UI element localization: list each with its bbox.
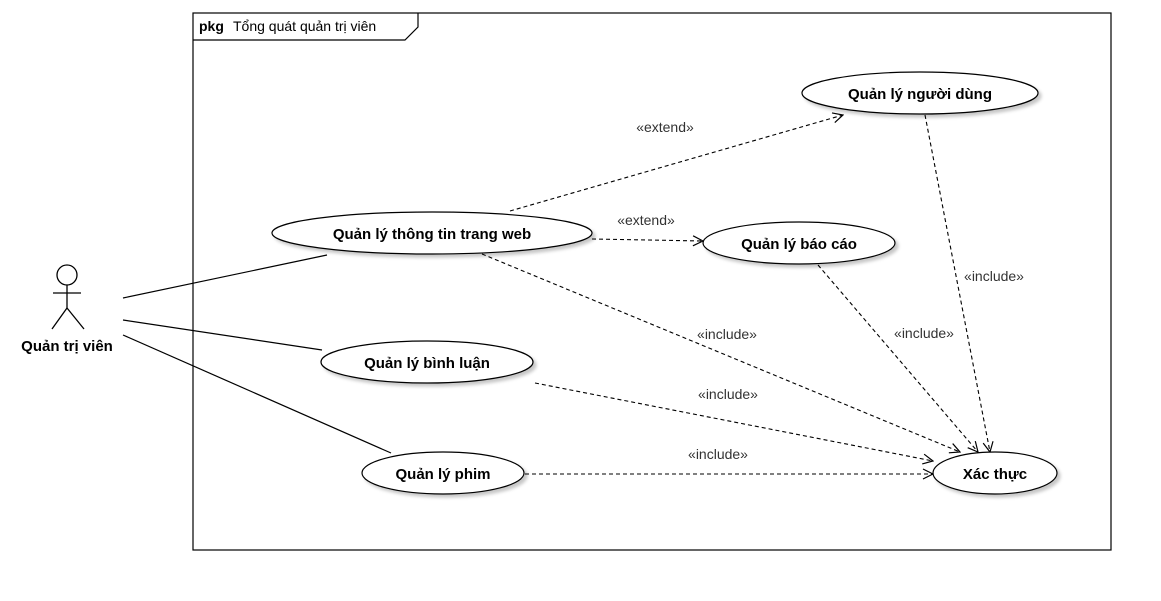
package-keyword: pkg xyxy=(199,18,224,34)
include-label-reports: «include» xyxy=(894,325,954,341)
include-arrow-reports xyxy=(817,264,978,452)
associations xyxy=(122,254,392,454)
include-arrow-comments xyxy=(534,382,933,461)
include-label-movies: «include» xyxy=(688,446,748,462)
extend-label-users: «extend» xyxy=(636,119,694,135)
include-arrow-web-info xyxy=(481,253,960,452)
use-case-reports[interactable]: Quản lý báo cáo xyxy=(702,221,896,265)
stick-figure-icon xyxy=(51,264,85,330)
use-case-label: Quản lý phim xyxy=(395,466,490,483)
use-case-label: Quản lý bình luận xyxy=(364,355,490,372)
package-name: Tổng quát quản trị viên xyxy=(233,18,376,34)
dependencies xyxy=(481,114,990,474)
extend-arrow-reports xyxy=(591,239,703,241)
include-label-web-info: «include» xyxy=(697,326,757,342)
include-label-comments: «include» xyxy=(698,386,758,402)
association-web-info xyxy=(122,254,328,299)
extend-arrow-users xyxy=(509,115,843,212)
extend-label-reports: «extend» xyxy=(617,212,675,228)
use-case-label: Quản lý báo cáo xyxy=(741,236,857,253)
package-frame: pkg Tổng quát quản trị viên xyxy=(192,12,1112,551)
stereotype-labels: «extend» «extend» «include» «include» «i… xyxy=(617,119,1024,462)
association-comments xyxy=(122,319,323,351)
use-case-users[interactable]: Quản lý người dùng xyxy=(801,71,1039,115)
use-case-comments[interactable]: Quản lý bình luận xyxy=(320,340,534,384)
use-case-label: Quản lý người dùng xyxy=(848,86,992,103)
use-case-label: Quản lý thông tin trang web xyxy=(333,226,531,243)
include-arrow-users xyxy=(924,114,990,452)
use-case-web-info[interactable]: Quản lý thông tin trang web xyxy=(271,211,593,255)
actor-admin[interactable]: Quản trị viên xyxy=(21,264,113,355)
association-movies xyxy=(122,334,392,454)
actor-name: Quản trị viên xyxy=(21,338,113,355)
use-case-movies[interactable]: Quản lý phim xyxy=(361,451,525,495)
use-case-auth[interactable]: Xác thực xyxy=(932,451,1058,495)
include-label-users: «include» xyxy=(964,268,1024,284)
use-case-label: Xác thực xyxy=(963,466,1027,483)
